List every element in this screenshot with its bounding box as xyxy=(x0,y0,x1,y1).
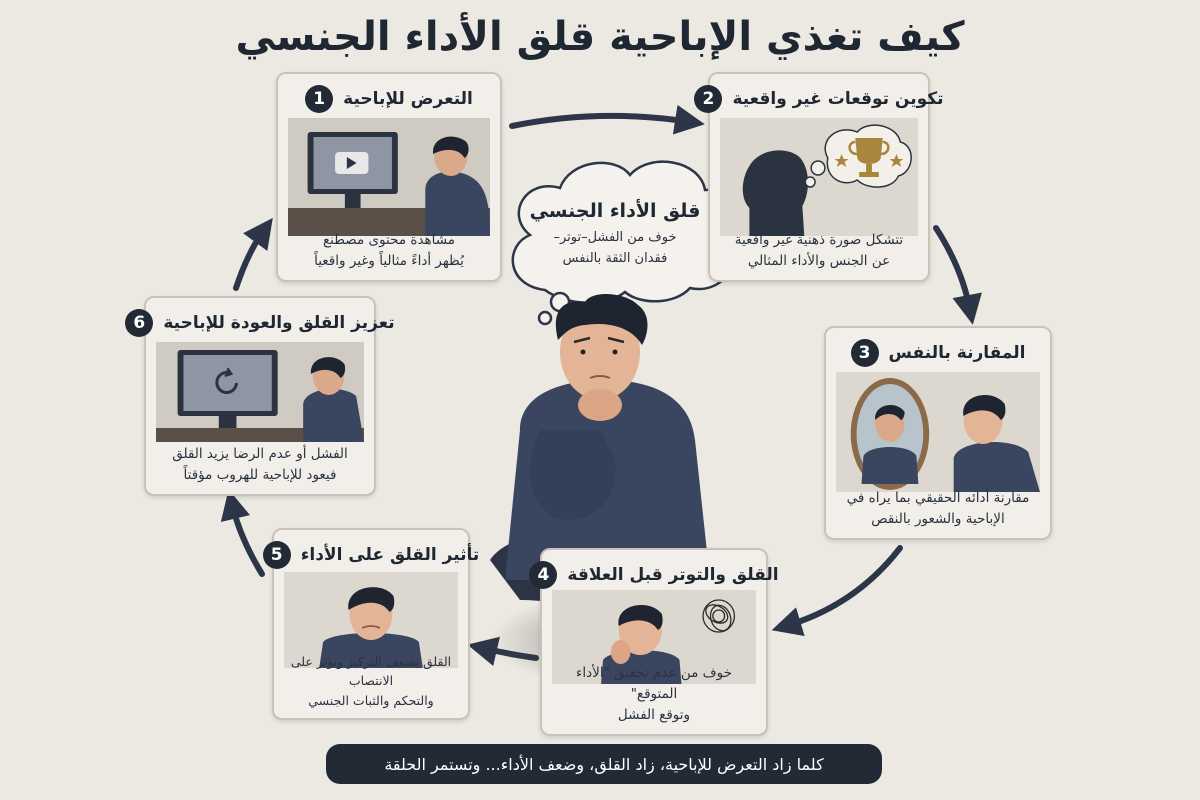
step-number-5: 5 xyxy=(262,541,291,569)
center-cloud-text: قلق الأداء الجنسي خوف من الفشل–توتر– فقد… xyxy=(520,200,710,270)
step-card-2-title: تكوين توقعات غير واقعية xyxy=(732,89,944,109)
star-icon xyxy=(834,154,849,167)
step-card-2-header: تكوين توقعات غير واقعية 2 xyxy=(694,84,944,114)
step-card-6-header: تعزيز القلق والعودة للإباحية 6 xyxy=(125,308,395,338)
step-card-3-header: المقارنة بالنفس 3 xyxy=(838,338,1038,368)
step-card-3: المقارنة بالنفس 3 مقارنة أدائه الحقيقي ب… xyxy=(824,326,1052,540)
step-card-5: تأثير القلق على الأداء 5 القلق يضعف التر… xyxy=(262,528,479,720)
step-card-3-illustration xyxy=(836,372,1040,492)
step-card-4-text: خوف من عدم تحقيق "الأداء المتوقع" وتوقع … xyxy=(552,663,756,726)
footer-banner: كلما زاد التعرض للإباحية، زاد القلق، وضع… xyxy=(326,744,882,784)
step-card-2-text: تتشكل صورة ذهنية غير واقعية عن الجنس وال… xyxy=(720,230,918,272)
step-card-5-illustration xyxy=(284,572,458,668)
step-card-1-line-1: مشاهدة محتوى مصطنع xyxy=(322,232,456,249)
center-cloud-line-1: خوف من الفشل–توتر– xyxy=(553,230,677,245)
step-card-4-line-1: خوف من عدم تحقيق "الأداء المتوقع" xyxy=(576,665,732,703)
step-card-5-text: القلق يضعف التركيز ويؤثر على الانتصاب وا… xyxy=(284,652,458,710)
step-card-2-line-1: تتشكل صورة ذهنية غير واقعية xyxy=(734,232,904,249)
step-card-2-illustration xyxy=(720,118,918,236)
arrow-2-to-3 xyxy=(933,225,982,325)
step-card-5-title: تأثير القلق على الأداء xyxy=(300,545,480,565)
step-card-1-title: التعرض للإباحية xyxy=(343,89,473,109)
step-card-1-illustration xyxy=(288,118,490,236)
step-card-2: تكوين توقعات غير واقعية 2 تتشكل صورة ذهن… xyxy=(694,72,944,282)
page-title: كيف تغذي الإباحية قلق الأداء الجنسي xyxy=(235,14,965,60)
step-card-1-text: مشاهدة محتوى مصطنع يُظهر أداءً مثالياً و… xyxy=(288,230,490,272)
step-card-1-line-2: يُظهر أداءً مثالياً وغير واقعياً xyxy=(314,253,464,270)
step-card-3-text: مقارنة أدائه الحقيقي بما يراه في الإباحي… xyxy=(836,488,1040,530)
step-card-6-line-1: الفشل أو عدم الرضا يزيد القلق xyxy=(172,446,348,463)
step-card-5-line-2: والتحكم والثبات الجنسي xyxy=(308,692,434,708)
play-icon xyxy=(346,157,357,169)
step-number-4: 4 xyxy=(529,561,558,589)
step-card-4: القلق والتوتر قبل العلاقة 4 خوف من عدم ت… xyxy=(529,548,779,736)
step-card-4-line-2: وتوقع الفشل xyxy=(617,707,691,724)
step-card-3-title: المقارنة بالنفس xyxy=(888,343,1026,363)
step-card-6: تعزيز القلق والعودة للإباحية 6 الفشل أو … xyxy=(125,296,395,496)
step-number-2: 2 xyxy=(694,85,723,113)
step-card-3-line-1: مقارنة أدائه الحقيقي بما يراه في xyxy=(846,490,1030,507)
center-cloud-title: قلق الأداء الجنسي xyxy=(529,200,701,222)
arrow-3-to-4 xyxy=(771,545,903,637)
refresh-icon xyxy=(215,367,238,395)
step-card-5-line-1: القلق يضعف التركيز ويؤثر على الانتصاب xyxy=(290,653,452,689)
step-card-6-line-2: فيعود للإباحية للهروب مؤقتاً xyxy=(183,467,337,484)
step-number-3: 3 xyxy=(850,339,879,367)
step-card-1: التعرض للإباحية 1 مشاهدة محتوى مصطنع يُظ… xyxy=(276,72,502,282)
arrow-6-to-1 xyxy=(233,217,273,291)
arrow-5-to-6 xyxy=(220,489,265,577)
step-card-4-illustration xyxy=(552,590,756,684)
step-card-2-line-2: عن الجنس والأداء المثالي xyxy=(747,253,891,270)
tangle-icon xyxy=(702,599,736,633)
trophy-icon xyxy=(848,138,890,177)
step-number-1: 1 xyxy=(305,85,334,113)
arrow-1-to-2 xyxy=(509,104,705,135)
step-card-3-line-2: الإباحية والشعور بالنقص xyxy=(871,511,1005,528)
step-card-6-title: تعزيز القلق والعودة للإباحية xyxy=(163,313,395,333)
star-icon xyxy=(889,154,904,167)
step-card-1-header: التعرض للإباحية 1 xyxy=(290,84,488,114)
center-cloud-line-2: فقدان الثقة بالنفس xyxy=(562,250,668,266)
step-card-4-header: القلق والتوتر قبل العلاقة 4 xyxy=(529,560,779,590)
step-card-5-header: تأثير القلق على الأداء 5 xyxy=(262,540,479,570)
step-card-4-title: القلق والتوتر قبل العلاقة xyxy=(567,565,779,585)
step-card-6-text: الفشل أو عدم الرضا يزيد القلق فيعود للإب… xyxy=(156,444,364,486)
step-number-6: 6 xyxy=(125,309,154,337)
step-card-6-illustration xyxy=(156,342,364,442)
